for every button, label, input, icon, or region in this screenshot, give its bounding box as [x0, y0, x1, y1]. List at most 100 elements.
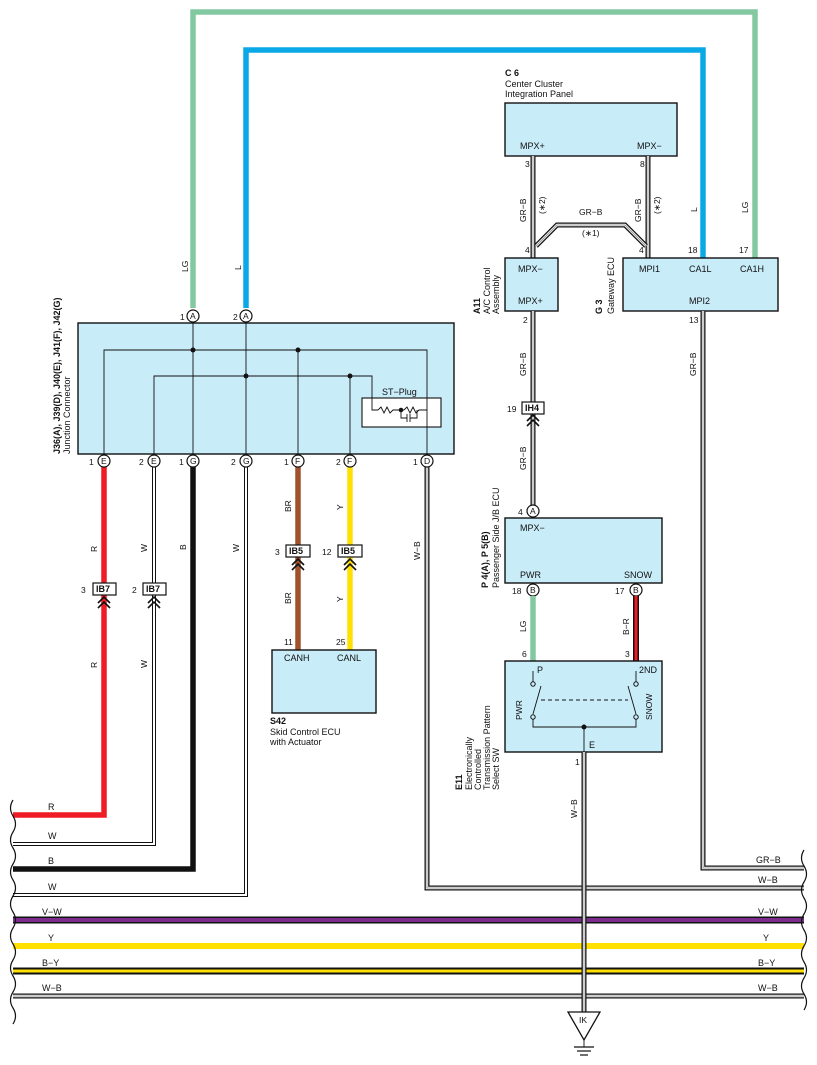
svg-text:11: 11 [284, 637, 293, 647]
grb-wire-a11-g3 [534, 222, 648, 248]
skid-control-ecu: CANH CANL S42 Skid Control ECU with Actu… [269, 649, 377, 747]
svg-text:Y: Y [335, 504, 345, 510]
svg-text:B−Y: B−Y [42, 958, 59, 968]
svg-text:CA1H: CA1H [740, 264, 764, 274]
ib5-connector-a: IB5 3 [275, 544, 311, 571]
svg-text:E11: E11 [454, 774, 464, 790]
svg-text:LG: LG [518, 621, 528, 632]
svg-text:PWR: PWR [514, 700, 524, 720]
svg-text:W: W [139, 544, 149, 552]
svg-text:IH4: IH4 [525, 403, 539, 413]
svg-text:19: 19 [507, 404, 517, 414]
svg-text:W−B: W−B [412, 541, 422, 560]
c6-pin8: 8 [640, 159, 645, 169]
svg-text:GR−B: GR−B [518, 352, 528, 376]
svg-text:W: W [48, 831, 57, 841]
svg-text:Skid Control ECU: Skid Control ECU [270, 727, 341, 737]
svg-text:2: 2 [336, 457, 341, 467]
svg-text:2: 2 [523, 315, 528, 325]
svg-text:(∗2): (∗2) [537, 196, 547, 214]
svg-text:Y: Y [335, 596, 345, 602]
svg-text:W−B: W−B [758, 983, 778, 993]
svg-text:B−R: B−R [621, 618, 631, 635]
svg-text:G: G [243, 456, 250, 466]
svg-text:E: E [589, 740, 595, 750]
svg-text:2: 2 [231, 457, 236, 467]
svg-text:Electronically: Electronically [464, 736, 474, 790]
svg-text:J36(A), J39(D), J40(E), J41(F): J36(A), J39(D), J40(E), J41(F), J42(G) [52, 297, 62, 454]
w-wire-e2 [13, 467, 156, 846]
passenger-jb-ecu: MPX− PWR SNOW P 4(A), P 5(B) Passenger S… [480, 487, 663, 588]
svg-text:G 3: G 3 [594, 299, 604, 314]
svg-text:MPX+: MPX+ [518, 296, 543, 306]
svg-text:A: A [190, 311, 196, 321]
break-right [800, 849, 808, 1011]
svg-text:2: 2 [233, 312, 238, 322]
svg-text:V−W: V−W [758, 907, 778, 917]
svg-text:V−W: V−W [42, 907, 62, 917]
svg-text:F: F [295, 456, 300, 466]
ih4-connector: IH4 19 [507, 401, 545, 427]
svg-text:Gateway ECU: Gateway ECU [606, 257, 616, 314]
center-cluster-panel: C 6 Center Cluster Integration Panel MPX… [504, 68, 678, 157]
svg-text:(∗1): (∗1) [582, 228, 600, 238]
svg-text:3: 3 [81, 585, 86, 595]
svg-text:L: L [233, 265, 243, 270]
svg-text:E: E [101, 456, 107, 466]
svg-text:PWR: PWR [520, 570, 541, 580]
svg-text:L: L [689, 207, 699, 212]
svg-text:(∗2): (∗2) [652, 196, 662, 214]
svg-text:R: R [48, 802, 55, 812]
break-left [9, 799, 17, 1025]
svg-text:R: R [89, 546, 99, 552]
l-loop-wire [243, 47, 706, 308]
svg-text:1: 1 [179, 457, 184, 467]
svg-text:A: A [243, 311, 249, 321]
ac-control-assembly: MPX− MPX+ A11 A/C Control Assembly [472, 257, 559, 314]
svg-text:G: G [190, 456, 197, 466]
svg-text:IB7: IB7 [96, 584, 110, 594]
svg-text:6: 6 [522, 649, 527, 659]
ib7-connector-b: IB7 2 [132, 582, 167, 609]
svg-text:MPX−: MPX− [518, 264, 543, 274]
svg-text:P 4(A), P 5(B): P 4(A), P 5(B) [480, 531, 490, 588]
svg-text:1: 1 [575, 757, 580, 767]
svg-text:LG: LG [180, 261, 190, 272]
ib7-connector-a: IB7 3 [81, 582, 117, 609]
c6-pin3: 3 [525, 159, 530, 169]
svg-text:B: B [178, 544, 188, 550]
c6-name: Center Cluster [505, 79, 563, 89]
svg-text:A11: A11 [472, 298, 482, 314]
svg-text:A: A [530, 506, 536, 516]
svg-text:17: 17 [615, 586, 625, 596]
svg-text:with Actuator: with Actuator [269, 737, 322, 747]
svg-text:3: 3 [625, 649, 630, 659]
svg-text:LG: LG [740, 202, 750, 213]
svg-text:1: 1 [413, 457, 418, 467]
svg-text:W: W [48, 882, 57, 892]
svg-text:GR−B: GR−B [688, 352, 698, 376]
svg-text:BR: BR [283, 592, 293, 604]
svg-text:B: B [633, 585, 639, 595]
c6-code: C 6 [505, 68, 519, 78]
svg-text:W−B: W−B [569, 799, 579, 818]
svg-text:13: 13 [689, 315, 699, 325]
w-wire-g2 [13, 467, 248, 897]
svg-text:D: D [424, 456, 430, 466]
c6-name2: Integration Panel [505, 89, 573, 99]
b-wire [13, 467, 196, 872]
svg-text:12: 12 [322, 547, 332, 557]
ground-ik: IK [566, 1011, 602, 1056]
svg-text:W: W [231, 544, 241, 552]
wb-wire-d1 [424, 467, 804, 891]
c6-pin-mpxm: MPX− [637, 141, 662, 151]
svg-text:IB5: IB5 [289, 546, 303, 556]
svg-text:GR−B: GR−B [756, 855, 781, 865]
svg-text:S42: S42 [270, 716, 286, 726]
svg-text:1: 1 [180, 312, 185, 322]
svg-text:GR−B: GR−B [518, 446, 528, 470]
svg-text:MPI2: MPI2 [689, 296, 710, 306]
svg-text:P: P [537, 665, 543, 675]
svg-text:GR−B: GR−B [633, 198, 643, 222]
